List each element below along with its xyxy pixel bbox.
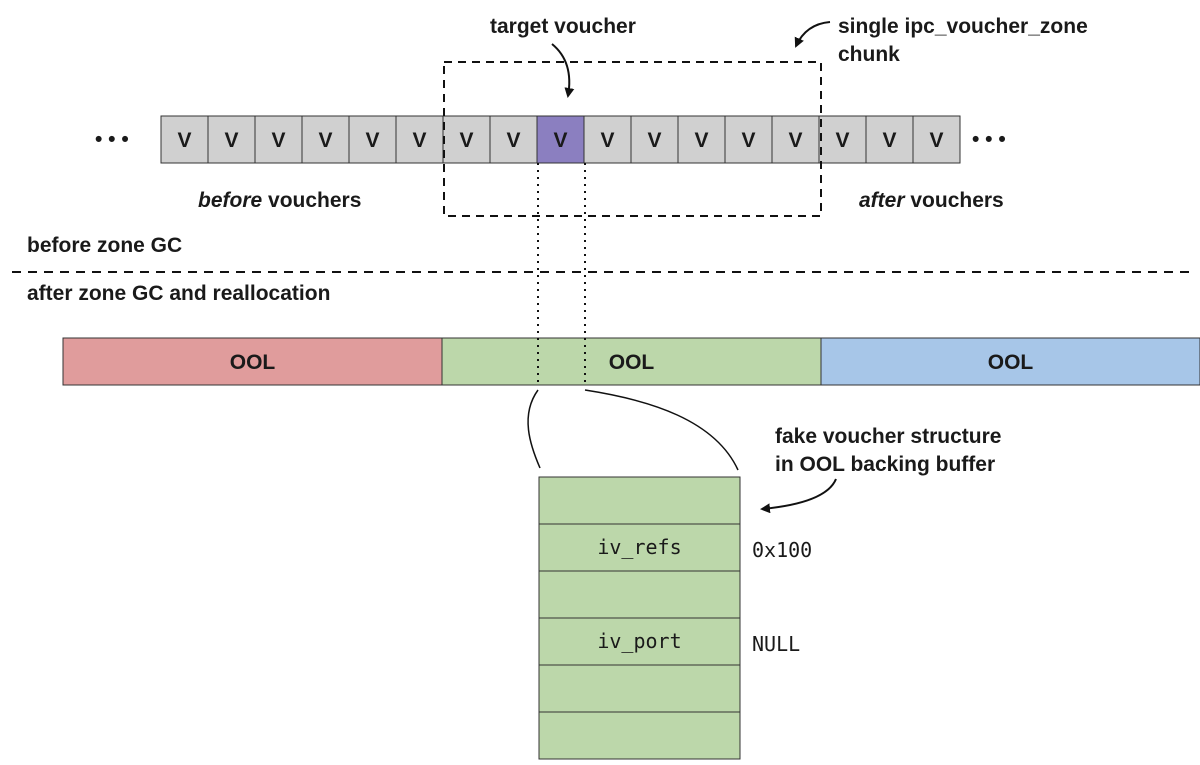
voucher-cell — [160, 115, 209, 164]
ool-block — [62, 337, 443, 386]
ool-block-label: OOL — [230, 351, 276, 374]
voucher-cell — [724, 115, 773, 164]
fake-struct-row — [538, 711, 741, 760]
voucher-cell-label: V — [694, 129, 708, 152]
voucher-cell — [442, 115, 491, 164]
fake-struct-row — [538, 664, 741, 713]
voucher-cell-label: V — [224, 129, 238, 152]
leading-ellipsis: • • • — [95, 128, 129, 151]
fake-arrow — [760, 478, 837, 514]
voucher-cell-label: V — [929, 129, 943, 152]
voucher-cell-label: V — [412, 129, 426, 152]
fake-struct-row — [538, 570, 741, 619]
voucher-cell-label: V — [506, 129, 520, 152]
fake-voucher-structure: iv_refs 0x100 iv_port NULL — [538, 476, 812, 760]
before-vouchers-label: before vouchers — [198, 189, 361, 212]
trailing-ellipsis: • • • — [972, 128, 1006, 151]
fake-struct-row — [538, 617, 741, 666]
chunk-label-line1: single ipc_voucher_zone — [838, 15, 1088, 38]
voucher-cell-label: V — [741, 129, 755, 152]
voucher-cell-label: V — [600, 129, 614, 152]
voucher-cell-label: V — [271, 129, 285, 152]
target-arrow — [551, 43, 575, 98]
voucher-cell — [865, 115, 914, 164]
voucher-cell-label: V — [788, 129, 802, 152]
zoom-curve-right — [584, 389, 739, 471]
fake-field-value: NULL — [752, 632, 800, 656]
ool-block-label: OOL — [609, 351, 655, 374]
voucher-cell-label: V — [553, 129, 567, 152]
fake-field-value: 0x100 — [752, 538, 812, 562]
voucher-cell-label: V — [459, 129, 473, 152]
voucher-cell-label: V — [835, 129, 849, 152]
voucher-cell — [771, 115, 820, 164]
voucher-cell-label: V — [318, 129, 332, 152]
voucher-cell — [207, 115, 256, 164]
voucher-cell — [489, 115, 538, 164]
voucher-cell — [254, 115, 303, 164]
voucher-cell — [583, 115, 632, 164]
voucher-cell — [395, 115, 444, 164]
voucher-cell-label: V — [882, 129, 896, 152]
voucher-cell — [677, 115, 726, 164]
chunk-label-line2: chunk — [838, 43, 900, 66]
fake-struct-row — [538, 476, 741, 525]
before-italic: before — [198, 189, 263, 212]
voucher-cell-label: V — [365, 129, 379, 152]
zoom-curve-left — [527, 389, 541, 469]
ool-block — [820, 337, 1200, 386]
after-italic: after — [859, 189, 906, 212]
fake-field-name: iv_refs — [597, 535, 681, 559]
ool-row: OOL OOL OOL — [62, 337, 1200, 386]
target-voucher-cell — [536, 115, 585, 164]
before-rest: vouchers — [262, 189, 361, 212]
after-vouchers-label: after vouchers — [859, 189, 1004, 212]
voucher-cell — [348, 115, 397, 164]
fake-label-line2: in OOL backing buffer — [775, 453, 995, 476]
fake-field-name: iv_port — [597, 629, 681, 653]
after-gc-label: after zone GC and reallocation — [27, 282, 330, 305]
chunk-arrow — [794, 21, 831, 48]
voucher-cell — [912, 115, 961, 164]
zone-chunk-box — [443, 61, 822, 217]
target-voucher-label: target voucher — [490, 15, 636, 38]
fake-label-line1: fake voucher structure — [775, 425, 1001, 448]
voucher-cell-label: V — [177, 129, 191, 152]
after-rest: vouchers — [905, 189, 1004, 212]
ool-block-label: OOL — [988, 351, 1034, 374]
before-gc-label: before zone GC — [27, 234, 182, 257]
fake-struct-row — [538, 523, 741, 572]
voucher-cell-label: V — [647, 129, 661, 152]
